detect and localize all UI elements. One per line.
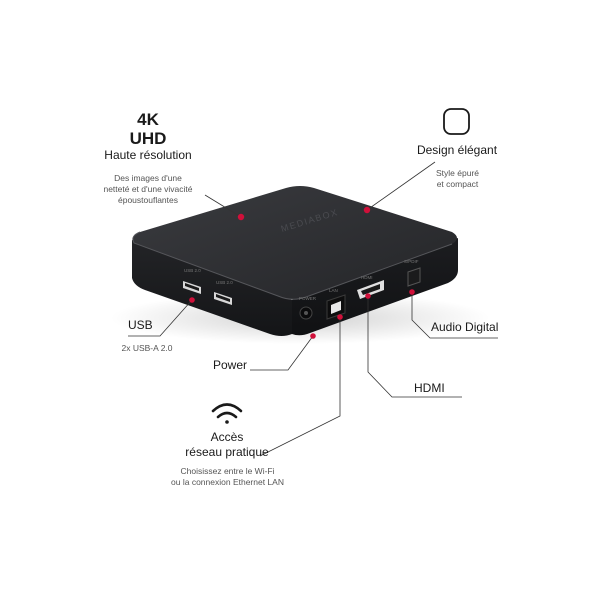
svg-text:USB 2.0: USB 2.0 (216, 280, 233, 285)
usb-port-1: USB 2.0 (183, 268, 201, 294)
network-description: Choisissez entre le Wi-Fi ou la connexio… (171, 466, 284, 487)
svg-text:S/PDIF: S/PDIF (404, 259, 419, 264)
network-title: Accès réseau pratique (185, 430, 269, 459)
usb-title: USB (128, 318, 153, 332)
svg-text:USB 2.0: USB 2.0 (184, 268, 201, 273)
uhd-description: Des images d'une netteté et d'une vivaci… (103, 173, 193, 205)
power-port: POWER (299, 296, 317, 320)
power-title: Power (213, 358, 248, 372)
design-description: Style épuré et compact (436, 168, 479, 189)
hdmi-port: HDMI (357, 275, 384, 299)
usb-port-2: USB 2.0 (214, 280, 233, 305)
usb-description: 2x USB-A 2.0 (121, 343, 173, 353)
callout-lines (128, 161, 498, 457)
lan-port: LAN (326, 288, 346, 320)
tv-box-device: MEDIABOX USB 2.0 USB 2.0 POWER LAN (132, 186, 458, 336)
svg-text:HDMI: HDMI (361, 275, 373, 280)
svg-text:LAN: LAN (329, 288, 338, 293)
svg-text:POWER: POWER (299, 296, 317, 301)
uhd-line-uhd: UHD (129, 129, 167, 148)
uhd-title: Haute résolution (104, 148, 192, 162)
hdmi-title: HDMI (414, 381, 445, 395)
audio-digital-title: Audio Digital (431, 320, 499, 334)
wifi-icon (211, 403, 243, 424)
uhd-4k-heading: 4K UHD (113, 110, 183, 148)
rounded-square-icon (443, 108, 470, 135)
uhd-line-4k: 4K (137, 110, 159, 129)
spdif-port: S/PDIF (404, 259, 421, 287)
callout-dots (189, 206, 415, 339)
design-title: Design élégant (416, 143, 498, 157)
